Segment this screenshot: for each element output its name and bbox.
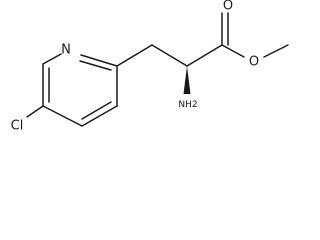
molecule-drawing: N Cl NH2 O O (11, 0, 289, 134)
bond-ring-ch2 (116, 44, 153, 67)
substituent-bonds (26, 12, 289, 118)
bond-c5-c4 (81, 105, 118, 127)
atom-n-pyridine: N (61, 43, 71, 58)
bond-carbonyl-ester-o (221, 44, 245, 58)
atom-labels: N Cl NH2 O O (11, 0, 259, 134)
atom-amine: NH2 (178, 100, 197, 110)
bond-calpha-carbonyl (186, 44, 223, 67)
bond-n-c6 (80, 54, 118, 67)
bond-c4-c3 (42, 105, 83, 127)
atom-chlorine: Cl (11, 119, 24, 134)
bond-c-cl (26, 105, 44, 118)
bond-ch2-calpha (151, 44, 188, 67)
structure-diagram: N Cl NH2 O O (10, 0, 289, 134)
bond-ester-o-methyl (263, 44, 289, 58)
bond-n-c6-inner (79, 60, 112, 71)
bond-c5-c4-inner (81, 101, 112, 120)
wedge-bond (183, 66, 191, 94)
bond-c2-n (42, 53, 62, 65)
atom-ester-oxygen: O (249, 55, 259, 70)
pyridine-ring (42, 53, 118, 127)
atom-carbonyl-oxygen: O (223, 0, 233, 14)
